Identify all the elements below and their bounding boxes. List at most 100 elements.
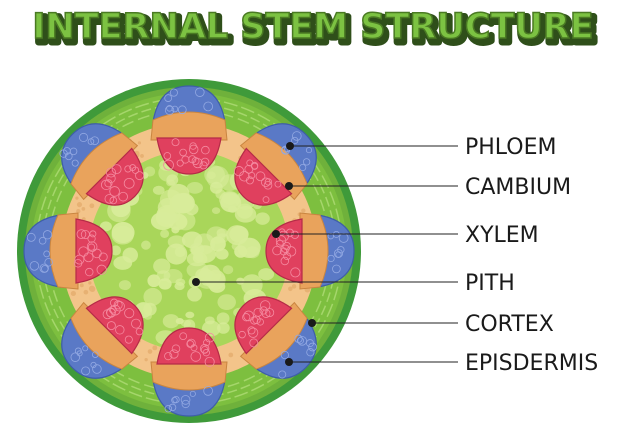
xylem-cell — [135, 171, 144, 181]
xylem-cell — [285, 228, 295, 237]
xylem-cell — [123, 177, 135, 189]
pith-cell — [111, 221, 135, 244]
xylem-cell — [179, 332, 188, 341]
phloem-cell — [278, 370, 287, 379]
xylem-cell — [124, 165, 132, 173]
xylem-cell — [108, 305, 117, 314]
xylem-cell — [106, 173, 116, 184]
pith-cell — [187, 287, 202, 302]
xylem-cell — [280, 256, 290, 266]
xylem-cell — [171, 344, 181, 353]
pith-cell — [162, 314, 180, 329]
pith-cell — [181, 231, 203, 249]
pith-cell — [99, 221, 112, 232]
phloem-cell — [42, 230, 53, 240]
phloem-cell — [38, 236, 47, 245]
phloem-cell — [87, 138, 95, 145]
label-phloem: PHLOEM — [465, 135, 556, 160]
xylem-cell — [105, 307, 116, 318]
phloem-cell — [308, 342, 317, 352]
pith-cell — [192, 253, 204, 264]
cambium-cell — [89, 203, 95, 209]
xylem-cell — [186, 340, 195, 348]
phloem-cell — [63, 147, 71, 155]
cambium-band — [70, 132, 139, 201]
xylem-cell — [242, 313, 251, 322]
phloem-cell — [164, 105, 175, 115]
xylem-cell — [260, 177, 271, 188]
xylem-cell — [245, 176, 254, 185]
pith-cell — [207, 171, 216, 180]
pith-cell — [217, 294, 236, 311]
phloem-cell — [92, 364, 102, 374]
pith-cell — [143, 287, 162, 306]
xylem-cell — [113, 300, 123, 310]
pith-cell — [211, 207, 221, 214]
xylem-cell — [243, 310, 254, 322]
pith-cell — [143, 311, 152, 320]
phloem-cell — [90, 361, 97, 369]
phloem-cell — [177, 105, 187, 115]
xylem-cell — [86, 241, 98, 252]
xylem-cell — [238, 330, 246, 339]
pith-cell — [118, 280, 131, 291]
xylem-cell — [290, 230, 300, 239]
phloem-cell — [44, 258, 53, 267]
phloem-cap — [23, 214, 61, 288]
xylem-cell — [109, 196, 118, 205]
phloem-cell — [43, 250, 51, 258]
xylem-cell — [106, 321, 116, 331]
phloem-cell — [180, 395, 191, 405]
xylem-cell — [102, 309, 113, 320]
pith-cell — [171, 226, 180, 234]
xylem-cell — [274, 180, 282, 188]
phloem-cell — [164, 405, 173, 413]
xylem-cell — [282, 241, 291, 251]
xylem-cell — [169, 349, 179, 359]
phloem-cell — [82, 345, 89, 352]
phloem-cell — [81, 366, 91, 376]
phloem-cell — [39, 263, 49, 273]
xylem-cell — [78, 246, 89, 257]
xylem-cell — [255, 171, 266, 182]
xylem-cell — [283, 252, 291, 261]
phloem-cell — [169, 88, 178, 97]
xylem-cell — [131, 318, 141, 329]
phloem-cell — [297, 336, 307, 346]
cambium-cell — [70, 290, 76, 297]
phloem-cell — [26, 232, 36, 242]
xylem-cell — [285, 246, 297, 257]
xylem-tissue — [156, 137, 222, 175]
pith-cell — [185, 311, 195, 319]
phloem-cell — [181, 399, 190, 409]
pith-cell — [222, 265, 234, 275]
pith-cell — [186, 182, 203, 194]
phloem-cell — [29, 261, 40, 271]
phloem-cell — [203, 101, 213, 112]
xylem-cell — [265, 308, 275, 318]
xylem-cell — [190, 351, 202, 362]
pith-cell — [201, 320, 221, 337]
pith-dot — [192, 278, 200, 286]
phloem-cell — [79, 132, 89, 142]
xylem-cell — [74, 254, 85, 265]
phloem-cell — [171, 396, 178, 404]
phloem-cell — [305, 147, 313, 154]
pith-cell — [186, 261, 209, 279]
xylem-cell — [262, 196, 270, 204]
cambium-cell — [301, 208, 306, 213]
cambium-cell — [83, 289, 89, 295]
xylem-cell — [109, 186, 120, 197]
xylem-cell — [96, 264, 107, 275]
pith-cell — [158, 278, 172, 290]
phloem-cell — [41, 265, 49, 273]
label-group: PHLOEM CAMBIUM XYLEM PITH CORTEX EPISDER… — [192, 135, 598, 376]
xylem-cell — [200, 157, 210, 167]
xylem-cell — [115, 325, 125, 335]
vascular-bundle — [61, 296, 144, 379]
xylem-cell — [249, 338, 259, 348]
xylem-cell — [256, 318, 264, 326]
phloem-cell — [59, 149, 68, 158]
phloem-cap — [317, 214, 355, 288]
